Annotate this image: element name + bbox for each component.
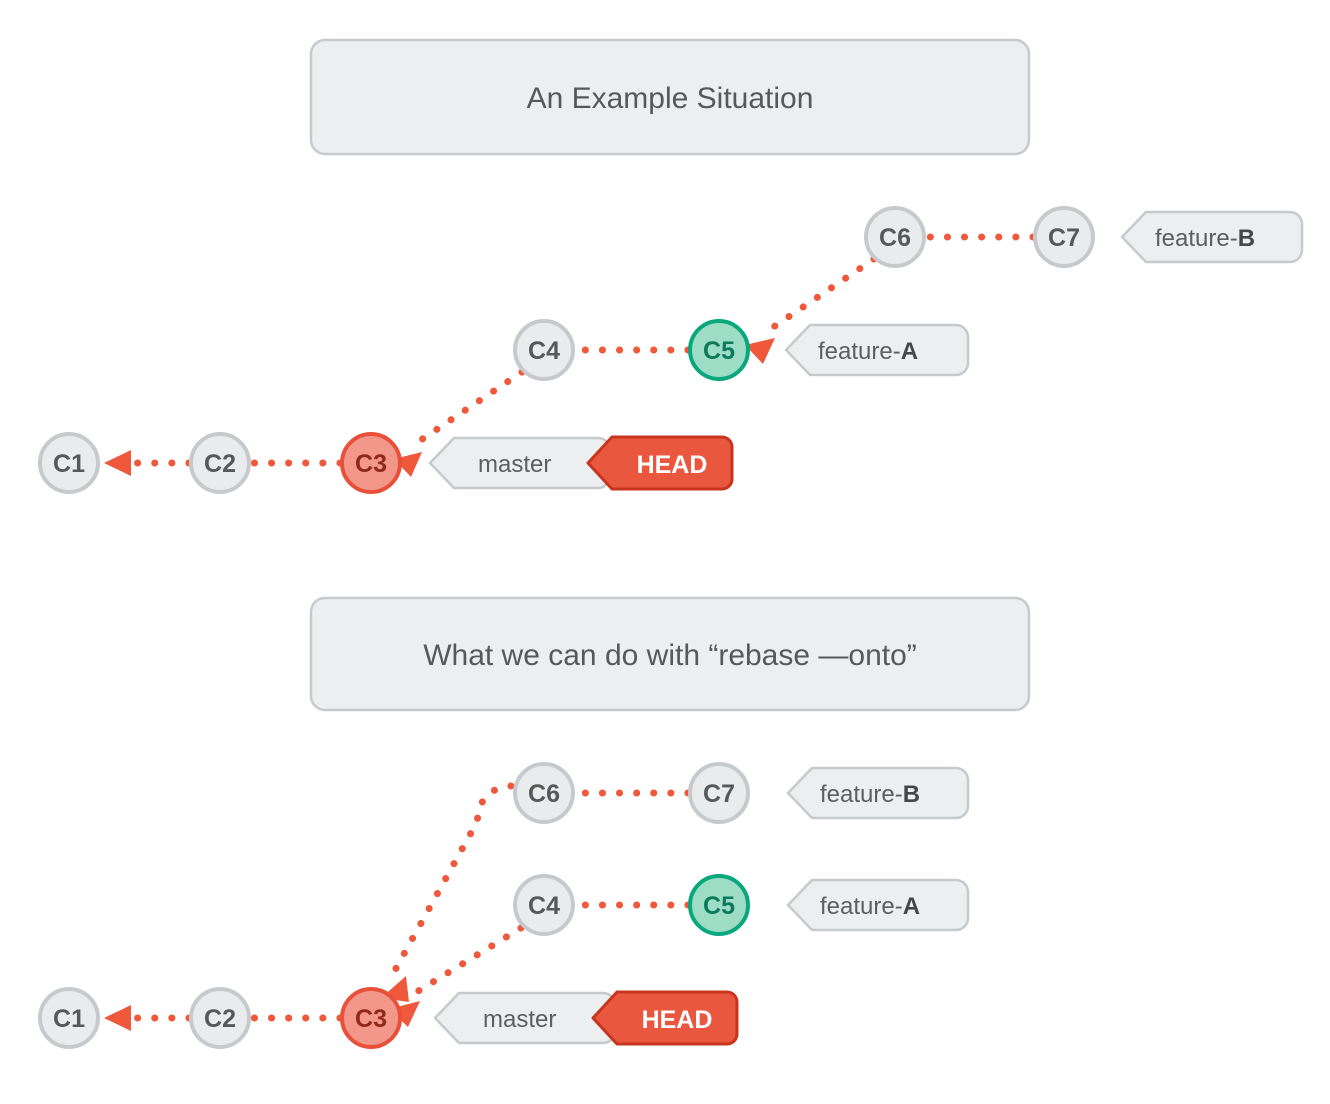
commit-label: C2 xyxy=(204,450,236,478)
commit-circle xyxy=(38,432,100,494)
commit-node-c1-top[interactable]: C1 xyxy=(38,432,100,494)
edge-dots xyxy=(414,368,526,446)
commit-node-c6-bottom[interactable]: C6 xyxy=(513,762,575,824)
commit-node-c1-bottom[interactable]: C1 xyxy=(38,987,100,1049)
edge-c6-c5-top xyxy=(745,255,878,364)
banner-bottom: What we can do with “rebase —onto” xyxy=(309,596,1031,712)
commit-node-c5-bottom[interactable]: C5 xyxy=(688,874,750,936)
commit-node-c4-top[interactable]: C4 xyxy=(513,319,575,381)
edge-c2-c1-bottom xyxy=(104,1005,193,1031)
ref-prefix: feature- xyxy=(818,338,901,365)
ref-balloon-shape xyxy=(1120,210,1304,264)
commit-label: C3 xyxy=(355,1005,387,1033)
ref-label-feature-a: feature-A xyxy=(820,893,920,920)
edge-dots xyxy=(411,924,525,997)
commit-circle xyxy=(688,874,750,936)
ref-balloon-shape xyxy=(784,323,970,377)
commit-label: C6 xyxy=(528,780,560,808)
commit-label: C4 xyxy=(528,892,560,920)
ref-label-master: master xyxy=(478,451,551,478)
commit-label: C6 xyxy=(879,224,911,252)
commit-label: C5 xyxy=(703,892,735,920)
ref-feature-a-top[interactable]: feature-A xyxy=(784,323,970,377)
ref-prefix: feature- xyxy=(820,893,903,920)
commit-node-c2-bottom[interactable]: C2 xyxy=(189,987,251,1049)
commit-label: C4 xyxy=(528,337,560,365)
commit-node-c3-bottom[interactable]: C3 xyxy=(340,987,402,1049)
ref-label-master: master xyxy=(483,1006,556,1033)
head-badge-shape xyxy=(591,990,739,1046)
ref-balloon-shape xyxy=(786,766,970,820)
ref-suffix: B xyxy=(903,781,920,808)
commit-circle xyxy=(864,206,926,268)
commit-circle xyxy=(688,762,750,824)
commit-label: C2 xyxy=(204,1005,236,1033)
commit-circle xyxy=(38,987,100,1049)
ref-master-bottom[interactable]: master HEAD xyxy=(433,990,739,1046)
ref-label-feature-b: feature-B xyxy=(1155,225,1255,252)
commit-node-c3-top[interactable]: C3 xyxy=(340,432,402,494)
commit-circle xyxy=(189,987,251,1049)
banner-top: An Example Situation xyxy=(309,38,1031,156)
banner-bottom-title: What we can do with “rebase —onto” xyxy=(423,639,917,672)
ref-suffix: A xyxy=(903,893,920,920)
commit-node-c7-top[interactable]: C7 xyxy=(1033,206,1095,268)
commit-circle xyxy=(513,874,575,936)
arrowhead xyxy=(104,450,131,476)
ref-suffix: A xyxy=(901,338,918,365)
ref-balloon-shape xyxy=(786,878,970,932)
commit-node-c5-top[interactable]: C5 xyxy=(688,319,750,381)
commit-node-c2-top[interactable]: C2 xyxy=(189,432,251,494)
edge-c2-c1-top xyxy=(104,450,193,476)
edge-dots xyxy=(768,255,878,332)
banner-bottom-box xyxy=(309,596,1031,712)
ref-prefix: feature- xyxy=(820,781,903,808)
ref-label-feature-b: feature-B xyxy=(820,781,920,808)
ref-feature-b-top[interactable]: feature-B xyxy=(1120,210,1304,264)
head-badge-label: HEAD xyxy=(642,1006,713,1034)
banner-top-title: An Example Situation xyxy=(527,82,814,115)
arrowhead xyxy=(745,338,775,364)
ref-prefix: feature- xyxy=(1155,225,1238,252)
commit-label: C7 xyxy=(703,780,735,808)
edge-dots xyxy=(390,782,515,976)
ref-feature-a-bottom[interactable]: feature-A xyxy=(786,878,970,932)
commit-circle xyxy=(513,319,575,381)
commit-circle xyxy=(513,762,575,824)
commit-circle xyxy=(1033,206,1095,268)
commit-node-c7-bottom[interactable]: C7 xyxy=(688,762,750,824)
commit-circle xyxy=(340,987,402,1049)
banner-top-box xyxy=(309,38,1031,156)
commit-label: C1 xyxy=(53,1005,85,1033)
ref-suffix: B xyxy=(1238,225,1255,252)
head-badge-bottom[interactable]: HEAD xyxy=(591,990,739,1046)
commit-label: C5 xyxy=(703,337,735,365)
head-badge-shape xyxy=(586,435,734,491)
commit-circle xyxy=(688,319,750,381)
commit-label: C3 xyxy=(355,450,387,478)
ref-label-feature-a: feature-A xyxy=(818,338,918,365)
head-badge-top[interactable]: HEAD xyxy=(586,435,734,491)
commit-circle xyxy=(189,432,251,494)
commit-label: C7 xyxy=(1048,224,1080,252)
commit-label: C1 xyxy=(53,450,85,478)
edge-c6-c3-bottom xyxy=(381,782,515,1002)
ref-feature-b-bottom[interactable]: feature-B xyxy=(786,766,970,820)
head-badge-label: HEAD xyxy=(637,451,708,479)
commit-node-c4-bottom[interactable]: C4 xyxy=(513,874,575,936)
ref-master-top[interactable]: master HEAD xyxy=(428,435,734,491)
commit-node-c6-top[interactable]: C6 xyxy=(864,206,926,268)
commit-circle xyxy=(340,432,402,494)
arrowhead xyxy=(104,1005,131,1031)
